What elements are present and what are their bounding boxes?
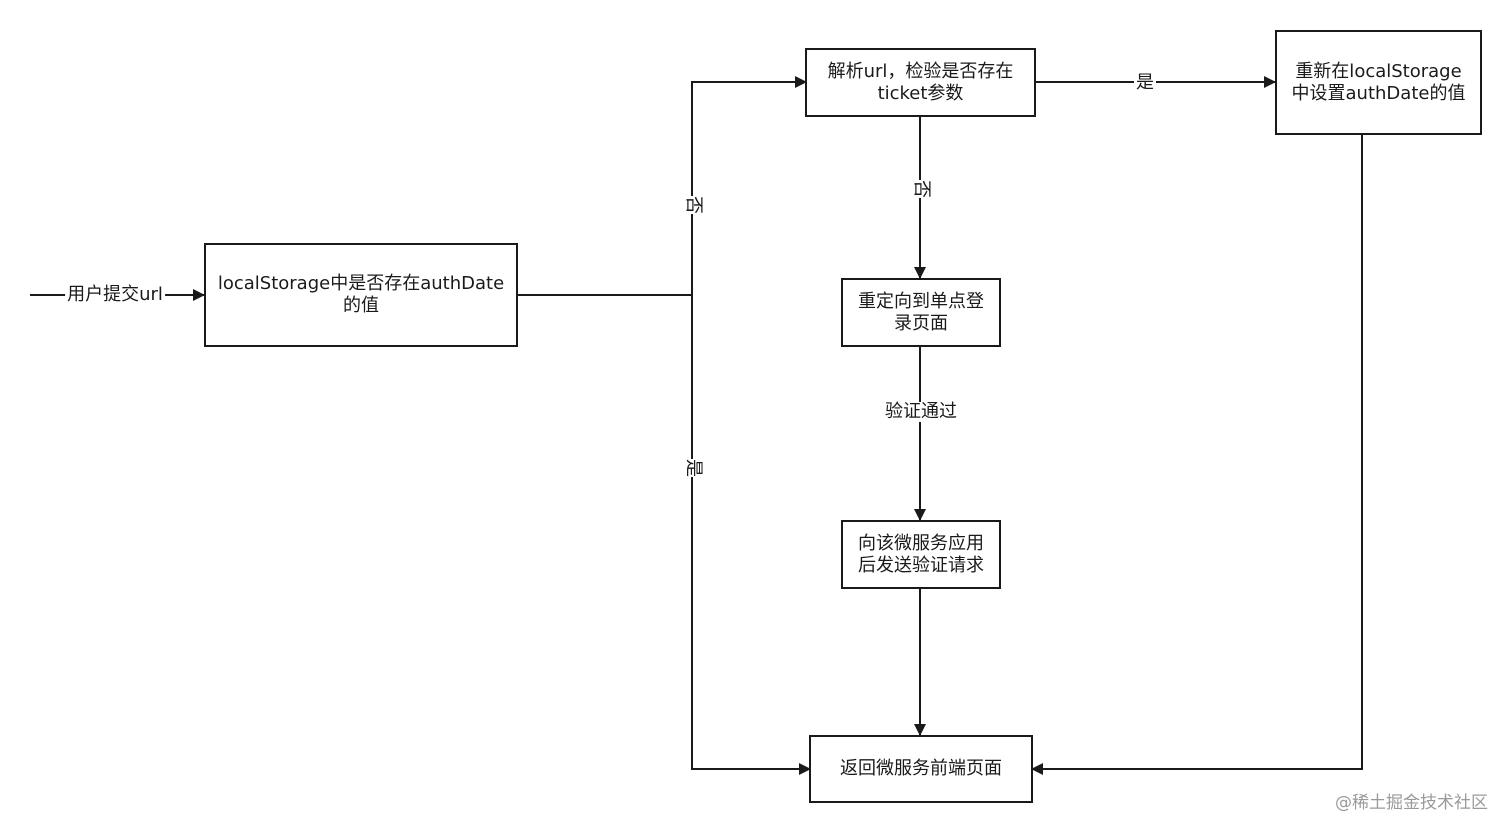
edge-no-to-parse <box>691 76 807 295</box>
watermark-text: @稀土掘金技术社区 <box>1335 793 1488 813</box>
edge-yes-to-return <box>691 295 811 775</box>
label-branch-yes: 是 <box>683 459 704 477</box>
node-redirect-sso: 重定向到单点登 录页面 <box>841 278 1001 347</box>
node-send-verify: 向该微服务应用 后发送验证请求 <box>841 520 1001 589</box>
edge-reset-to-return <box>1031 134 1363 775</box>
node-parse-url: 解析url，检验是否存在 ticket参数 <box>805 48 1036 117</box>
label-start: 用户提交url <box>65 284 165 305</box>
label-ticket-no: 否 <box>911 180 932 198</box>
label-ticket-yes: 是 <box>1134 72 1156 93</box>
node-check-local-storage: localStorage中是否存在authDate 的值 <box>204 243 518 347</box>
label-verify-pass: 验证通过 <box>883 401 959 422</box>
node-reset-storage: 重新在localStorage 中设置authDate的值 <box>1275 30 1482 135</box>
node-return-page: 返回微服务前端页面 <box>809 735 1033 803</box>
label-branch-no: 否 <box>683 196 704 214</box>
